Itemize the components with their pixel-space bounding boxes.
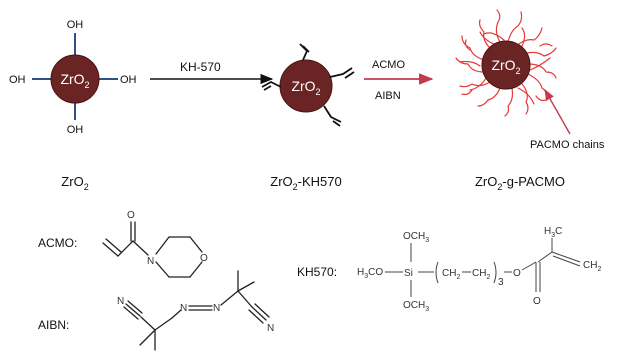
aibn-structure: N N N N [117, 270, 274, 351]
zro2-kh570-particle: ZrO2 [261, 43, 355, 127]
arrow-acmo-label: ACMO [372, 59, 405, 71]
pacmo-chains-callout: PACMO chains [530, 89, 605, 151]
arrow-acmo-aibn: ACMO AIBN [364, 59, 434, 102]
acmo-structure-label: ACMO: [38, 236, 77, 250]
svg-text:H3C: H3C [544, 226, 562, 239]
svg-text:O: O [513, 268, 521, 279]
svg-text:N: N [267, 323, 274, 334]
arrow-kh570: KH-570 [150, 60, 274, 85]
svg-text:O: O [533, 296, 541, 307]
svg-text:OCH3: OCH3 [403, 300, 429, 313]
aibn-structure-label: AIBN: [38, 318, 69, 332]
svg-text:3: 3 [498, 277, 504, 288]
svg-text:N: N [213, 303, 220, 314]
acmo-structure: O N O [102, 210, 208, 278]
svg-text:N: N [117, 296, 124, 307]
svg-text:H3CO: H3CO [357, 267, 383, 280]
svg-text:Si: Si [404, 268, 413, 279]
caption-zro2-kh570: ZrO2-KH570 [270, 174, 341, 192]
oh-label-right: OH [120, 74, 137, 86]
pacmo-chains [455, 9, 557, 117]
zro2-particle: ZrO2 OH OH OH OH [9, 19, 137, 136]
vinyl-group-left [261, 80, 282, 88]
pacmo-chains-label: PACMO chains [530, 139, 605, 151]
vinyl-group-right [329, 67, 353, 78]
svg-text:N: N [147, 256, 154, 267]
vinyl-group-bottom [323, 105, 342, 123]
svg-text:CH2: CH2 [472, 268, 490, 281]
kh570-structure-label: KH570: [297, 265, 337, 279]
arrow-kh570-label: KH-570 [180, 60, 221, 74]
svg-text:CH2: CH2 [442, 268, 460, 281]
svg-text:CH2: CH2 [583, 260, 601, 273]
svg-text:OCH3: OCH3 [403, 231, 429, 244]
zro2-g-pacmo-core-label: ZrO2 [491, 57, 520, 76]
caption-zro2-g-pacmo: ZrO2-g-PACMO [475, 174, 565, 192]
zro2-g-pacmo-core [481, 40, 531, 90]
oh-label-bottom: OH [67, 124, 84, 136]
kh570-structure: OCH3 H3CO Si OCH3 CH2 CH2 3 O O H3C CH2 [357, 226, 601, 313]
svg-text:O: O [127, 210, 135, 221]
caption-zro2: ZrO2 [61, 174, 88, 192]
zro2-kh570-core-label: ZrO2 [291, 78, 320, 97]
arrow-aibn-label: AIBN [375, 90, 401, 102]
svg-text:O: O [200, 253, 208, 264]
svg-text:N: N [180, 303, 187, 314]
zro2-core-label: ZrO2 [60, 71, 89, 90]
zro2-g-pacmo-particle: ZrO2 [455, 9, 557, 117]
zro2-core [50, 54, 100, 104]
oh-label-left: OH [9, 74, 26, 86]
oh-label-top: OH [67, 19, 84, 31]
